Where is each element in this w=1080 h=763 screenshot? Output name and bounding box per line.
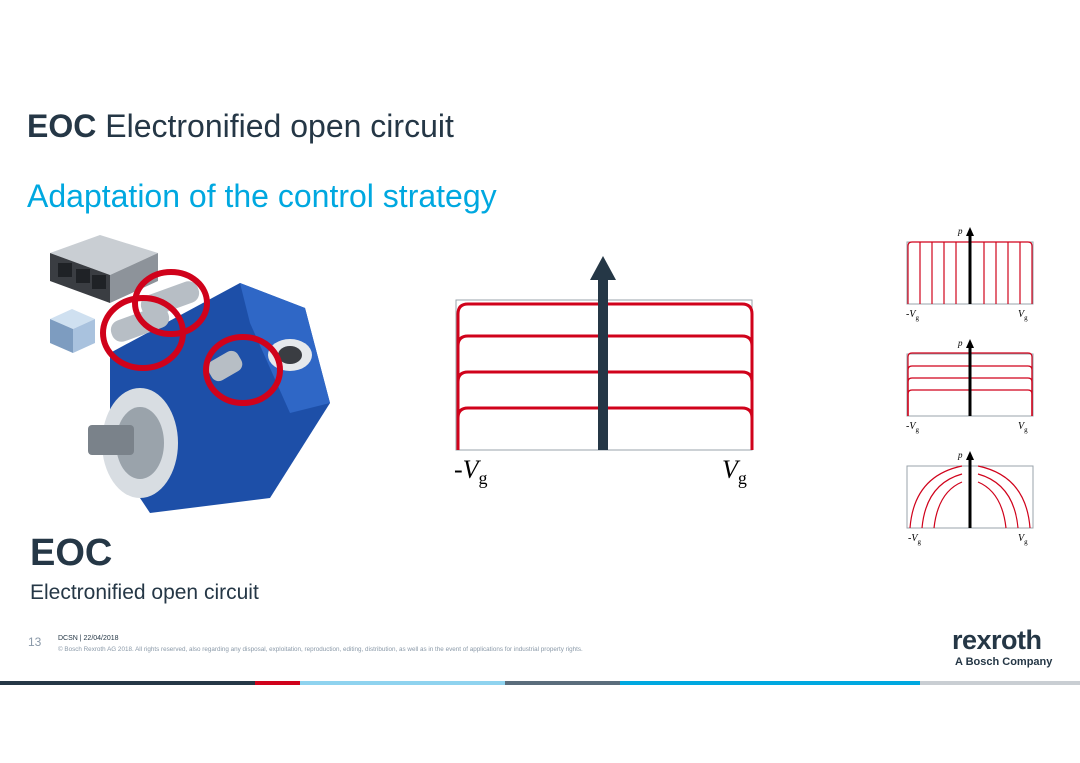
logo-subtitle: A Bosch Company — [955, 656, 1053, 668]
small-plot-3-y-label: p — [957, 450, 963, 460]
p-axis-arrow — [590, 256, 616, 450]
power-curves — [909, 465, 1031, 529]
footer-color-bar — [0, 681, 1080, 685]
slide-title-abbrev: EOC — [27, 108, 97, 144]
small-plot-1-left-label: -Vg — [906, 309, 919, 322]
main-axis-left-label: -Vg — [454, 455, 488, 488]
slide-title: EOC Electronified open circuit — [27, 108, 454, 144]
small-plot-3-right-label: Vg — [1018, 533, 1028, 546]
copyright-notice: © Bosch Rexroth AG 2018. All rights rese… — [58, 646, 583, 653]
small-plot-1-right-label: Vg — [1018, 309, 1028, 322]
slide-title-text: Electronified open circuit — [105, 108, 454, 144]
logo-brand: rexroth — [952, 625, 1042, 655]
product-description: Electronified open circuit — [30, 581, 259, 604]
small-plot-3-left-label: -Vg — [908, 533, 921, 546]
pump-illustration — [50, 235, 330, 513]
pump-body — [88, 281, 330, 513]
rexroth-logo: rexroth A Bosch Company — [952, 625, 1052, 669]
small-plot-2-left-label: -Vg — [906, 421, 919, 434]
main-control-plot: -Vg Vg — [454, 256, 754, 488]
small-plot-2-y-label: p — [957, 338, 963, 348]
ecu-controller-icon — [50, 235, 158, 303]
page-number: 13 — [28, 635, 42, 649]
small-plot-2-right-label: Vg — [1018, 421, 1028, 434]
small-plot-1: p -Vg Vg — [906, 226, 1034, 322]
small-plot-2: p -Vg Vg — [906, 338, 1034, 434]
slide-subtitle: Adaptation of the control strategy — [27, 178, 497, 214]
document-id: DCSN | 22/04/2018 — [58, 635, 119, 642]
software-cube-icon — [50, 309, 95, 353]
small-plot-1-y-label: p — [957, 226, 963, 236]
small-plot-3: p -Vg Vg — [906, 450, 1034, 546]
product-name: EOC — [30, 532, 113, 574]
highlight-circles — [100, 269, 283, 406]
main-axis-right-label: Vg — [722, 455, 747, 488]
